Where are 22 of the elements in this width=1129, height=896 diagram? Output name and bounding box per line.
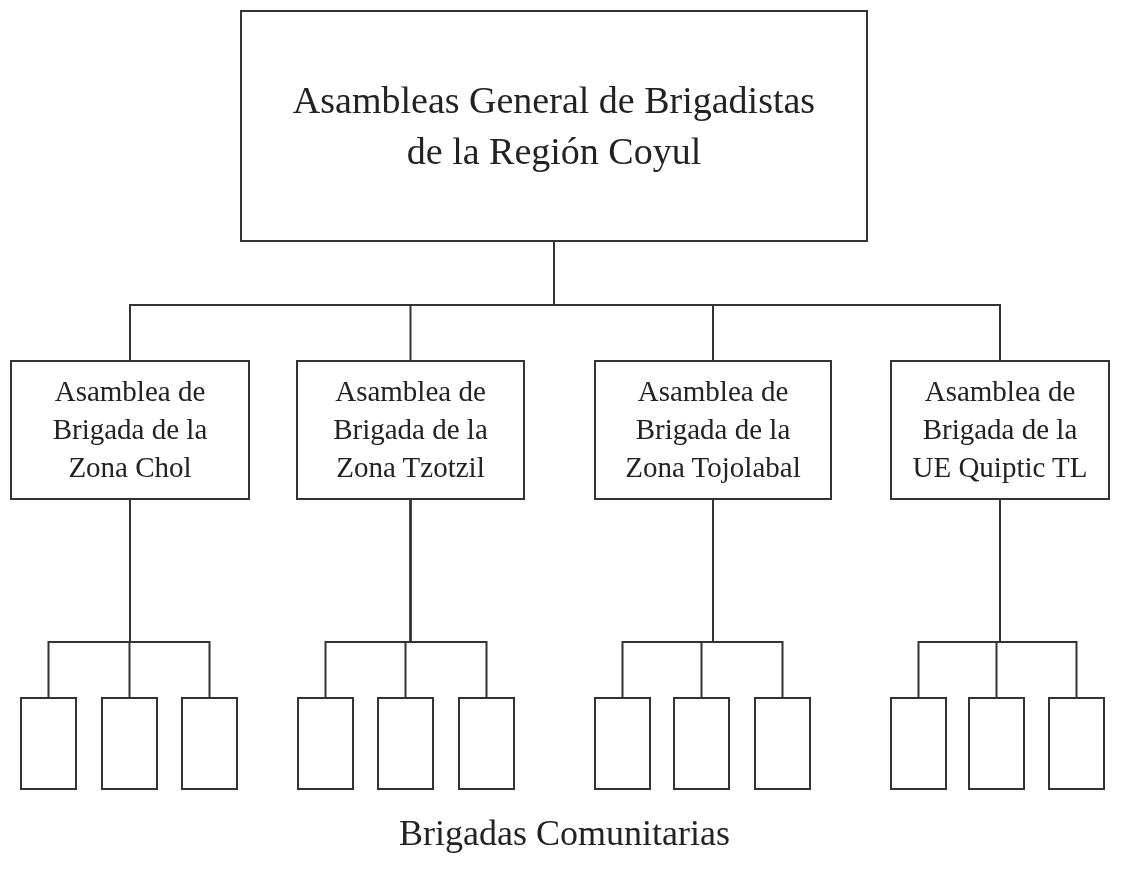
connector-line [712, 499, 784, 698]
brigade-box [968, 697, 1025, 790]
brigade-box [20, 697, 77, 790]
caption-text: Brigadas Comunitarias [398, 812, 731, 854]
brigade-box [594, 697, 651, 790]
brigade-box [297, 697, 354, 790]
brigade-box [754, 697, 811, 790]
connector-line [999, 499, 1078, 698]
brigade-box [181, 697, 238, 790]
brigade-box [1048, 697, 1105, 790]
zone-assembly-box: Asamblea de Brigada de la Zona Chol [10, 360, 250, 500]
connector-line [409, 499, 488, 698]
zone-assembly-box: Asamblea de Brigada de la Zona Tojolabal [594, 360, 832, 500]
brigade-box [377, 697, 434, 790]
brigade-box [458, 697, 515, 790]
brigade-box [673, 697, 730, 790]
connector-line [129, 499, 211, 698]
brigade-box [101, 697, 158, 790]
zone-assembly-box: Asamblea de Brigada de la UE Quiptic TL [890, 360, 1110, 500]
brigade-box [890, 697, 947, 790]
zone-assembly-box: Asamblea de Brigada de la Zona Tzotzil [296, 360, 525, 500]
assembly-box: Asambleas General de Brigadistas de la Región Coyul [240, 10, 868, 242]
